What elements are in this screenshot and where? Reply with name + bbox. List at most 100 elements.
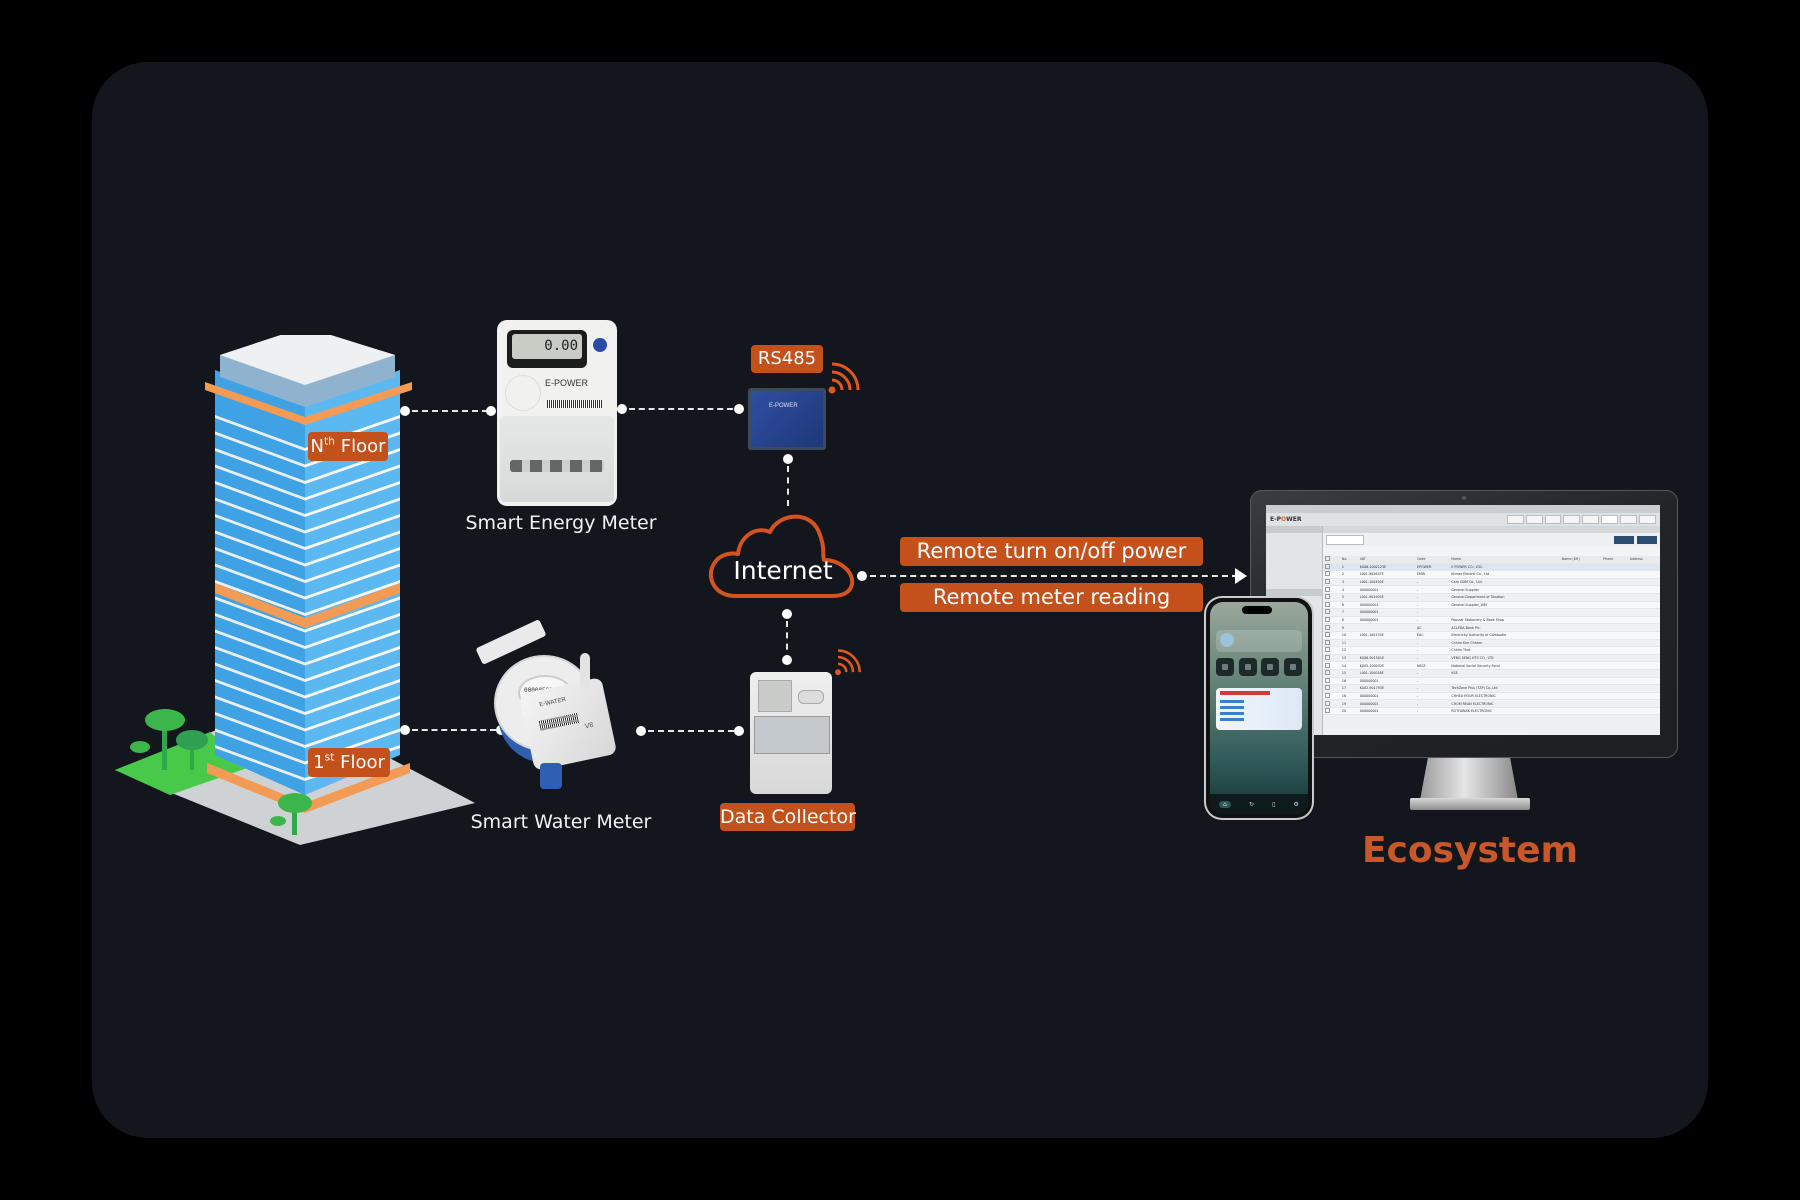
quick-action-button[interactable] [1238, 658, 1257, 676]
table-cell [1559, 654, 1601, 663]
row-checkbox[interactable] [1325, 639, 1330, 645]
monitor-base [1410, 798, 1530, 810]
floor-ledge [215, 563, 305, 600]
row-checkbox[interactable] [1325, 601, 1330, 607]
table-row[interactable]: 12-Chhim Thet [1323, 646, 1660, 655]
collector-label-plate [754, 716, 830, 754]
column-header[interactable]: Name [1449, 556, 1560, 564]
sidebar-item[interactable] [1266, 526, 1322, 533]
table-cell [1601, 578, 1628, 587]
settings-icon[interactable]: ⚙ [1293, 800, 1299, 808]
floor-ledge [215, 662, 305, 699]
sidebar-item[interactable] [1266, 561, 1322, 568]
app-action-button[interactable] [1637, 536, 1657, 544]
quick-action-button[interactable] [1216, 658, 1234, 676]
row-checkbox[interactable] [1325, 655, 1330, 661]
sidebar-item[interactable] [1266, 575, 1322, 582]
promo-banner[interactable] [1216, 688, 1302, 730]
document-icon[interactable]: ▯ [1272, 800, 1276, 808]
quick-action-button[interactable] [1261, 658, 1280, 676]
app-search-input[interactable] [1326, 535, 1364, 545]
row-checkbox[interactable] [1325, 632, 1330, 638]
app-tab[interactable] [1639, 515, 1656, 524]
floor-ledge [305, 481, 400, 517]
table-cell [1627, 654, 1660, 663]
sidebar-item[interactable] [1266, 533, 1322, 540]
table-cell: 10 [1339, 631, 1358, 640]
column-header[interactable] [1323, 556, 1340, 564]
row-checkbox[interactable] [1325, 692, 1330, 698]
row-checkbox[interactable] [1325, 586, 1330, 592]
table-row[interactable]: 11-Chhim Kim Chhorn [1323, 639, 1660, 648]
table-cell: - [1414, 639, 1450, 648]
row-checkbox[interactable] [1325, 609, 1330, 615]
app-tab[interactable] [1582, 515, 1600, 524]
connector-line [787, 466, 789, 506]
row-checkbox[interactable] [1325, 700, 1330, 706]
data-collector-label: Data Collector [720, 803, 856, 831]
table-cell: Chhim Kim Chhorn [1449, 639, 1560, 648]
row-checkbox[interactable] [1325, 579, 1330, 585]
row-checkbox[interactable] [1325, 594, 1330, 600]
row-checkbox[interactable] [1325, 571, 1330, 577]
app-tab[interactable] [1620, 515, 1638, 524]
sidebar-item[interactable] [1266, 589, 1322, 596]
row-checkbox[interactable] [1325, 662, 1330, 668]
floor-ledge [305, 530, 400, 567]
row-checkbox[interactable] [1325, 670, 1330, 676]
table-cell: - [1414, 601, 1450, 610]
quick-action-button[interactable] [1283, 658, 1302, 676]
column-header[interactable]: VAT [1357, 556, 1415, 564]
sidebar-item[interactable] [1266, 540, 1322, 547]
home-icon[interactable]: ⌂ [1219, 800, 1231, 808]
floor-ledge [305, 662, 400, 699]
row-checkbox[interactable] [1325, 624, 1330, 630]
row-checkbox[interactable] [1325, 708, 1330, 714]
column-header[interactable]: No. [1339, 556, 1358, 564]
column-header[interactable]: Address [1627, 556, 1660, 564]
refresh-icon[interactable]: ↻ [1248, 800, 1254, 808]
row-checkbox[interactable] [1325, 617, 1330, 623]
column-header[interactable]: Name (KH) [1559, 556, 1601, 564]
sidebar-item[interactable] [1266, 582, 1322, 589]
app-tab[interactable] [1544, 515, 1562, 524]
sidebar-item[interactable] [1266, 568, 1322, 575]
app-tab[interactable] [1506, 515, 1524, 524]
sidebar-item[interactable] [1266, 547, 1322, 554]
column-header[interactable]: Code [1414, 556, 1450, 564]
sidebar-item[interactable] [1266, 554, 1322, 561]
row-checkbox[interactable] [1325, 563, 1330, 569]
app-tab[interactable] [1563, 515, 1581, 524]
app-tab[interactable] [1525, 515, 1543, 524]
column-header[interactable]: Phone [1601, 556, 1628, 564]
floor-ledge [305, 712, 400, 748]
row-checkbox[interactable] [1325, 677, 1330, 683]
floor-ledge [305, 613, 400, 649]
mobile-profile-card[interactable] [1216, 630, 1302, 652]
app-tab[interactable] [1601, 515, 1619, 524]
app-action-button[interactable] [1614, 536, 1634, 544]
collector-buttons [798, 690, 824, 704]
table-cell [1627, 646, 1660, 655]
row-checkbox[interactable] [1325, 685, 1330, 691]
floor-ledge [215, 431, 305, 468]
row-checkbox[interactable] [1325, 647, 1330, 653]
